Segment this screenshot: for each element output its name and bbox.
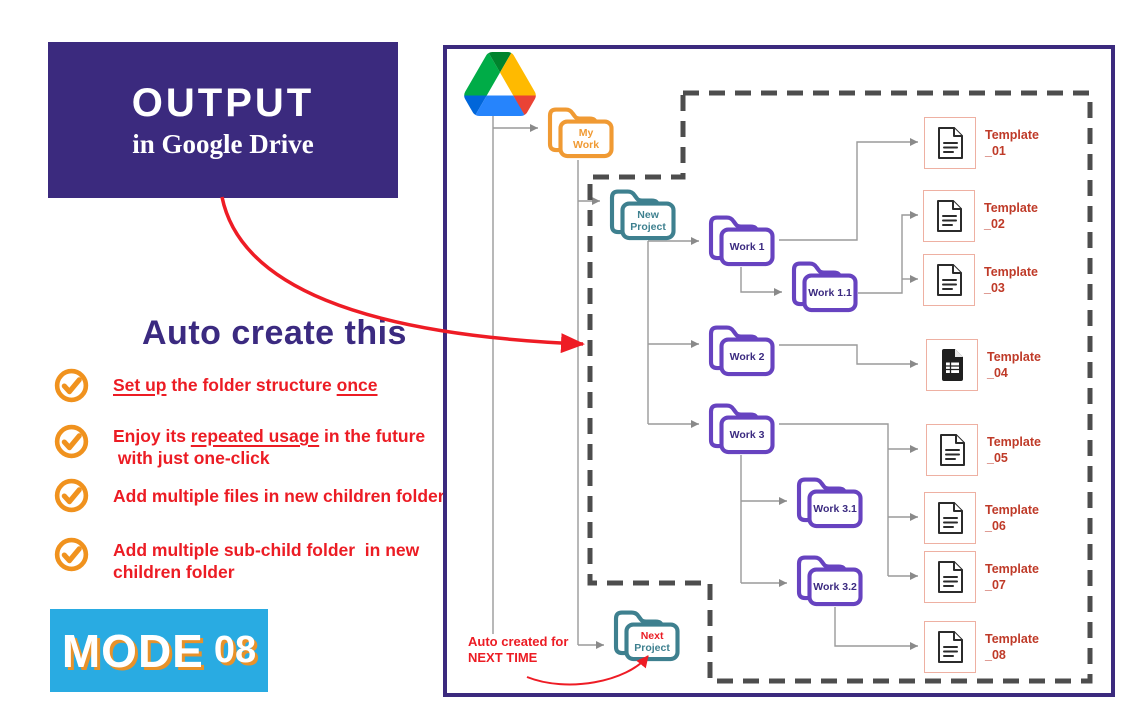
badge-word: MODE [61, 624, 204, 677]
checklist-item: Add multiple files in new children folde… [53, 477, 445, 514]
checklist-text: Enjoy its repeated usage in the future w… [113, 426, 426, 469]
folder-label: Work 2 [729, 351, 765, 364]
folder-my-work: My Work [542, 99, 618, 159]
check-circle-icon [53, 367, 90, 404]
folder-label: New Project [630, 209, 666, 234]
folder-work-1-1: Work 1.1 [786, 253, 862, 313]
banner-subtitle: in Google Drive [132, 128, 314, 159]
template-05: Template_05 [926, 424, 1041, 476]
doc-icon [937, 200, 962, 232]
folder-new-project: New Project [604, 181, 680, 241]
template-07: Template_07 [924, 551, 1039, 603]
badge-number: 08 [213, 629, 257, 671]
folder-next-project: Next Project [608, 602, 684, 662]
template-01: Template_01 [924, 117, 1039, 169]
output-banner: OUTPUT in Google Drive [48, 42, 398, 198]
template-04: Template_04 [926, 339, 1041, 391]
checklist-text: Set up the folder structure once [113, 375, 378, 395]
doc-icon [940, 434, 965, 466]
checklist-item: Set up the folder structure once [53, 367, 378, 404]
check-circle-icon [53, 423, 90, 460]
doc-icon [938, 127, 963, 159]
checklist-item: Enjoy its repeated usage in the future w… [53, 423, 425, 470]
folder-work-3: Work 3 [703, 395, 779, 455]
checklist-item: Add multiple sub-child folder in new chi… [53, 536, 419, 584]
doc-icon [937, 264, 962, 296]
folder-label: Work 1.1 [808, 287, 852, 300]
doc-icon [938, 631, 963, 663]
template-08: Template_08 [924, 621, 1039, 673]
page-title: Auto create this [142, 314, 407, 352]
template-03: Template_03 [923, 254, 1038, 306]
template-06: Template_06 [924, 492, 1039, 544]
next-time-annotation: Auto created for NEXT TIME [468, 634, 569, 666]
doc-icon [938, 502, 963, 534]
google-drive-logo [464, 52, 536, 116]
folder-label: Work 3 [729, 429, 765, 442]
checklist-text: Add multiple files in new children folde… [113, 486, 445, 506]
checklist-text: Add multiple sub-child folder in new chi… [113, 540, 420, 583]
folder-work-3-1: Work 3.1 [791, 469, 867, 529]
folder-label: Work 1 [729, 241, 765, 254]
folder-label: My Work [573, 127, 600, 152]
doc-icon [938, 561, 963, 593]
check-circle-icon [53, 477, 90, 514]
folder-work-3-2: Work 3.2 [791, 547, 867, 607]
folder-work-2: Work 2 [703, 317, 779, 377]
folder-work-1: Work 1 [703, 207, 779, 267]
mode-badge: MODE 08 [50, 609, 268, 692]
folder-label: Next Project [634, 630, 670, 655]
template-02: Template_02 [923, 190, 1038, 242]
check-circle-icon [53, 536, 90, 573]
folder-label: Work 3.1 [813, 503, 857, 516]
banner-title: OUTPUT [131, 80, 315, 125]
folder-label: Work 3.2 [813, 581, 857, 594]
sheet-icon [941, 348, 964, 382]
